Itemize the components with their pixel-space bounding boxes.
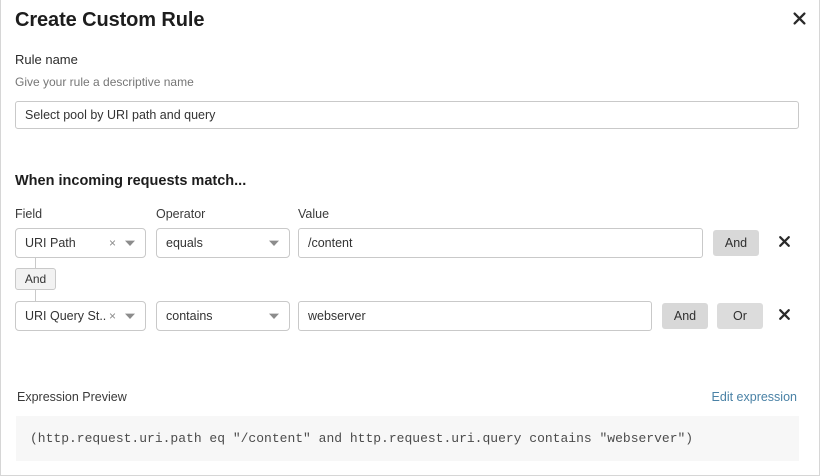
connector-line-top [35,258,36,270]
delete-condition-button-1[interactable] [773,304,795,328]
field-select-value-0: URI Path [25,236,76,250]
operator-select-value-0: equals [166,236,203,250]
column-header-value: Value [298,207,330,221]
clear-x-icon[interactable]: × [108,308,116,323]
rule-name-label: Rule name [15,52,78,67]
close-icon [778,235,791,251]
match-section-heading: When incoming requests match... [15,173,247,189]
value-input-0[interactable] [298,228,703,258]
connector-line-bottom [35,289,36,302]
chevron-down-icon[interactable] [265,313,289,320]
expression-preview-box: (http.request.uri.path eq "/content" and… [16,416,799,461]
condition-row: URI Path × equals And [1,228,820,258]
delete-condition-button-0[interactable] [773,231,795,255]
field-select-1[interactable]: URI Query St... × [15,301,146,331]
row-0-and-button[interactable]: And [713,230,759,256]
expression-preview-label: Expression Preview [17,390,127,404]
rule-name-input[interactable] [15,101,799,129]
rule-name-help-text: Give your rule a descriptive name [15,75,194,89]
operator-select-value-1: contains [166,309,213,323]
chevron-down-icon[interactable] [265,240,289,247]
condition-row: URI Query St... × contains And Or [1,301,820,331]
expression-preview-text: (http.request.uri.path eq "/content" and… [30,431,694,446]
column-header-field: Field [15,207,43,221]
group-connector-and-button[interactable]: And [15,268,56,290]
close-icon [778,308,791,324]
operator-select-1[interactable]: contains [156,301,290,331]
column-header-operator: Operator [156,207,206,221]
close-modal-button[interactable] [787,6,811,30]
field-select-0[interactable]: URI Path × [15,228,146,258]
field-select-value-1: URI Query St... [25,309,107,323]
chevron-down-icon[interactable] [121,240,145,247]
value-input-1[interactable] [298,301,652,331]
chevron-down-icon[interactable] [121,313,145,320]
close-icon [792,11,807,26]
edit-expression-link[interactable]: Edit expression [711,390,797,404]
row-1-and-button[interactable]: And [662,303,708,329]
row-1-or-button[interactable]: Or [717,303,763,329]
clear-x-icon[interactable]: × [108,235,116,250]
page-title: Create Custom Rule [15,9,205,31]
operator-select-0[interactable]: equals [156,228,290,258]
